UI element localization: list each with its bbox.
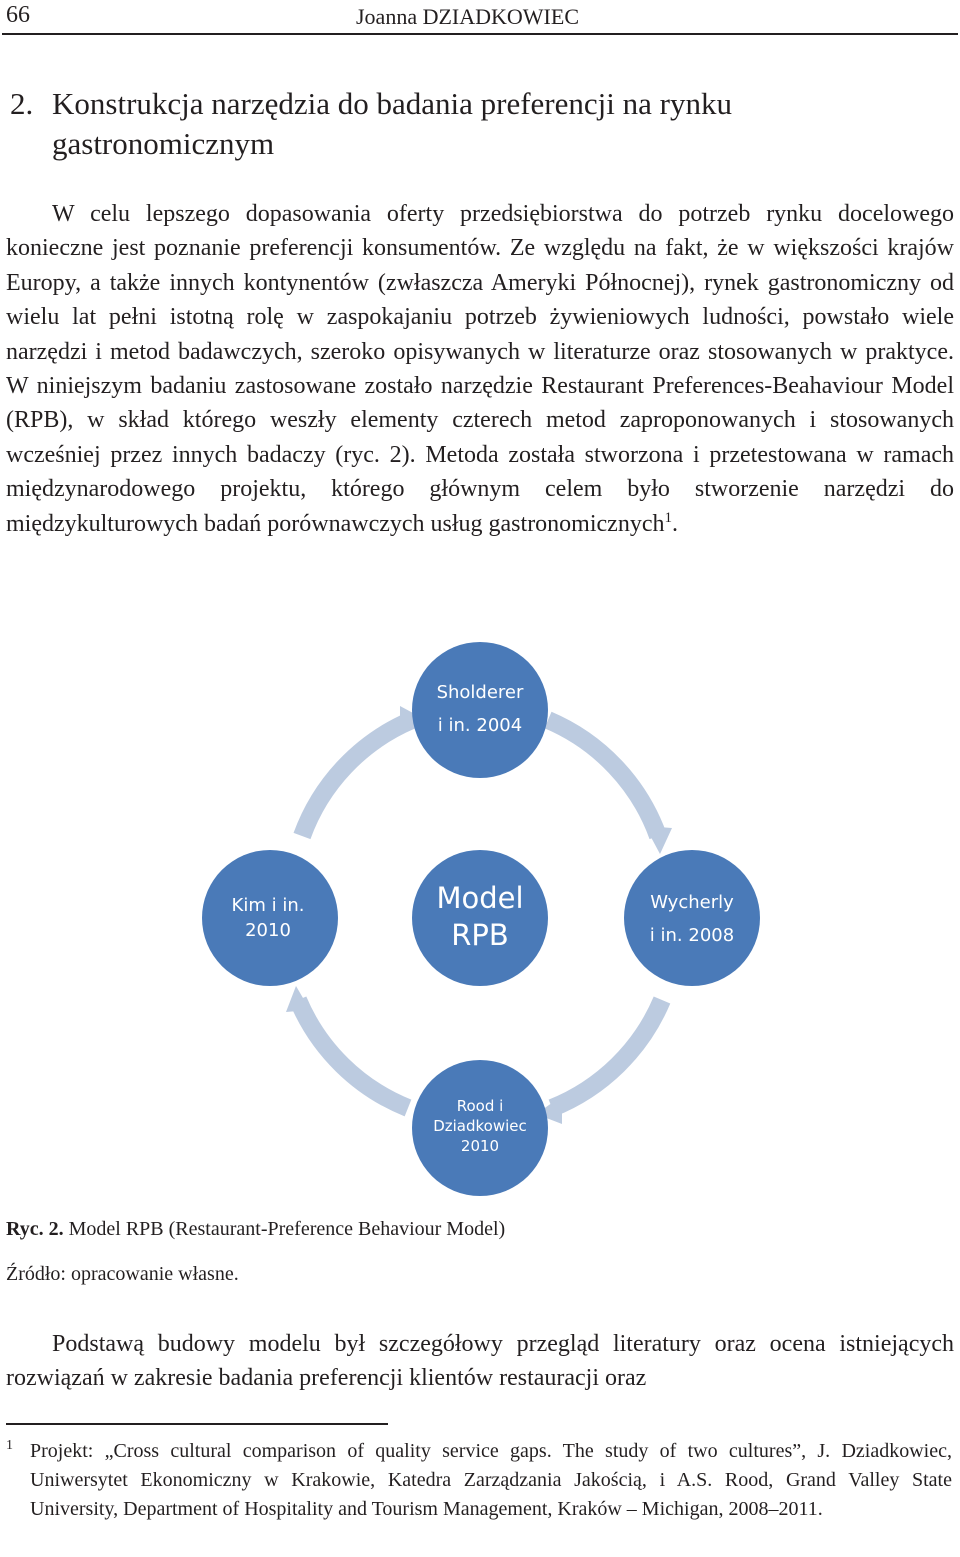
arrowhead-bottom — [536, 1096, 562, 1124]
cycle-arcs — [289, 711, 671, 1117]
footnote-text: Projekt: „Cross cultural comparison of q… — [30, 1440, 952, 1520]
diagram-nodes — [202, 642, 760, 1196]
figure-source: Źródło: opracowanie własne. — [6, 1263, 239, 1285]
body-paragraph-1: W celu lepszego dopasowania oferty przed… — [6, 197, 954, 541]
node-kim: Kim i in. 2010 — [231, 895, 305, 941]
node-model-rpb: Model RPB — [436, 881, 524, 952]
paragraph-1-text: W celu lepszego dopasowania oferty przed… — [6, 201, 954, 537]
footnote: 1 Projekt: „Cross cultural comparison of… — [6, 1437, 952, 1524]
page-number: 66 — [6, 2, 30, 28]
figure-caption: Ryc. 2. Model RPB (Restaurant-Preference… — [6, 1218, 505, 1241]
section-title: Konstrukcja narzędzia do badania prefere… — [52, 86, 732, 161]
footnote-mark: 1 — [6, 1438, 13, 1453]
node-bottom-circle — [412, 1060, 548, 1196]
figure-rpb-model: Sholderer i in. 2004 Kim i in. 2010 Mode… — [0, 640, 960, 1200]
node-left-circle — [202, 850, 338, 986]
running-head-author: Joanna DZIADKOWIEC — [356, 4, 579, 29]
node-rood-dziadkowiec: Rood i Dziadkowiec 2010 — [433, 1097, 527, 1155]
cycle-diagram — [202, 642, 760, 1196]
body-paragraph-2: Podstawą budowy modelu był szczegółowy p… — [6, 1331, 954, 1392]
arrowhead-right — [645, 826, 672, 854]
section-heading: 2. Konstrukcja narzędzia do badania pref… — [10, 84, 910, 164]
node-right-circle — [624, 850, 760, 986]
arc-right-bottom — [548, 996, 671, 1117]
caption-label: Ryc. 2. — [6, 1218, 64, 1240]
paragraph-1-end: . — [671, 510, 678, 537]
arc-arrowheads — [286, 706, 672, 1124]
node-sholderer: Sholderer i in. 2004 — [436, 682, 524, 736]
footnote-reference[interactable]: 1 — [664, 509, 672, 526]
arc-left-top — [293, 711, 416, 840]
node-center-circle — [412, 850, 548, 986]
arc-top-right — [544, 711, 667, 840]
node-top-circle — [412, 642, 548, 778]
node-wycherly: Wycherly i in. 2008 — [649, 892, 735, 946]
footnote-rule — [6, 1423, 388, 1425]
arrowhead-left — [286, 986, 310, 1012]
running-head: 66 Joanna DZIADKOWIEC — [0, 0, 960, 35]
caption-text: Model RPB (Restaurant-Preference Behavio… — [63, 1218, 506, 1240]
section-number: 2. — [10, 86, 34, 121]
header-rule — [2, 33, 958, 35]
arc-bottom-left — [289, 996, 412, 1117]
